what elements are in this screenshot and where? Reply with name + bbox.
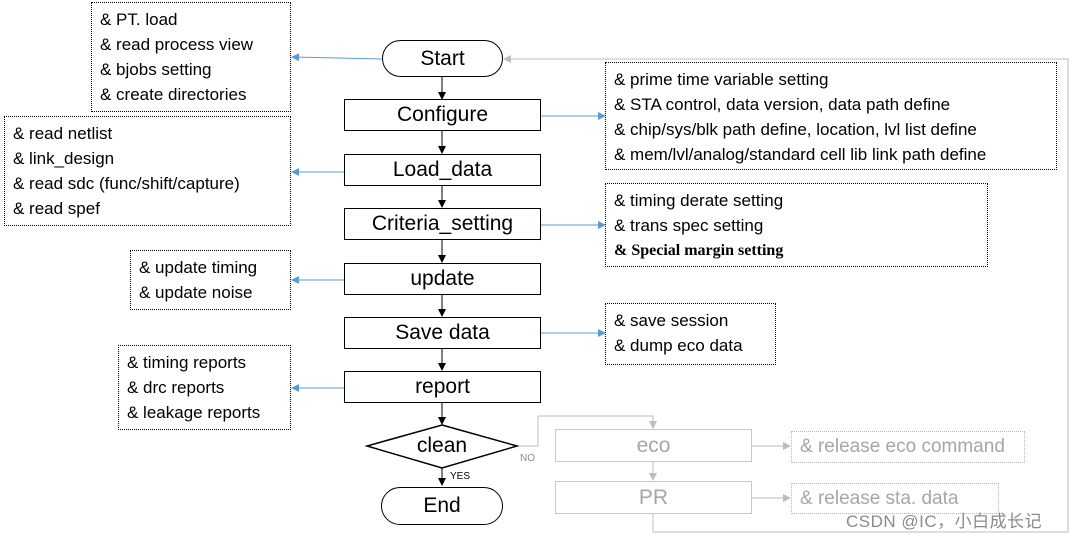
yes-label: YES: [450, 471, 471, 482]
note-line: & read netlist: [13, 124, 113, 143]
note-criteria: & timing derate setting & trans spec set…: [605, 183, 988, 267]
start-terminal: Start: [382, 40, 503, 77]
note-line: & timing derate setting: [614, 191, 784, 210]
note-line: & Special margin setting: [614, 242, 784, 259]
save-data-step: Save data: [344, 317, 541, 349]
note-line: & read sdc (func/shift/capture): [13, 174, 240, 193]
report-step: report: [344, 371, 541, 403]
note-line: & prime time variable setting: [614, 70, 829, 89]
end-label: End: [423, 494, 461, 517]
load-data-step: Load_data: [344, 154, 541, 186]
eco-step: eco: [555, 429, 752, 462]
criteria-setting-label: Criteria_setting: [371, 212, 514, 235]
eco-label: eco: [636, 433, 671, 457]
criteria-setting-step: Criteria_setting: [344, 208, 541, 240]
clean-decision: clean: [367, 431, 517, 461]
pr-label: PR: [638, 485, 669, 509]
note-line: & STA control, data version, data path d…: [614, 95, 951, 114]
no-label: NO: [520, 453, 535, 464]
no-branch-lines: [503, 55, 1069, 533]
note-line: & timing reports: [127, 353, 247, 372]
update-step: update: [344, 263, 541, 295]
note-load-data: & read netlist & link_design & read sdc …: [4, 116, 291, 226]
note-start: & PT. load & read process view & bjobs s…: [91, 2, 291, 112]
note-line: & PT. load: [100, 10, 178, 29]
note-line: & read spef: [13, 199, 100, 218]
note-line: & read process view: [100, 35, 254, 54]
note-line: & save session: [614, 311, 729, 330]
save-data-label: Save data: [395, 321, 490, 344]
note-line: & update timing: [139, 258, 258, 277]
note-line: & chip/sys/blk path define, location, lv…: [614, 120, 977, 139]
start-label: Start: [420, 46, 465, 70]
note-line: & link_design: [13, 149, 115, 168]
pr-step: PR: [555, 481, 752, 514]
update-label: update: [410, 267, 475, 290]
note-line: & bjobs setting: [100, 60, 212, 79]
note-eco: & release eco command: [791, 431, 1025, 463]
note-line: & update noise: [139, 283, 253, 302]
note-arrows: [291, 53, 606, 392]
note-line: & release eco command: [800, 436, 1005, 457]
note-save-data: & save session & dump eco data: [605, 303, 776, 365]
report-label: report: [415, 375, 470, 398]
note-line: & create directories: [100, 85, 247, 104]
note-configure: & prime time variable setting & STA cont…: [605, 62, 1057, 170]
watermark: CSDN @IC，小白成长记: [846, 512, 1043, 531]
note-line: & leakage reports: [127, 403, 261, 422]
note-update: & update timing & update noise: [130, 250, 291, 310]
note-line: & release sta. data: [800, 488, 959, 509]
end-terminal: End: [381, 487, 503, 525]
configure-step: Configure: [344, 99, 541, 131]
note-line: & trans spec setting: [614, 216, 764, 235]
note-report: & timing reports & drc reports & leakage…: [118, 345, 291, 430]
note-line: & drc reports: [127, 378, 225, 397]
clean-decision-diamond: [364, 424, 520, 469]
configure-label: Configure: [396, 103, 489, 126]
note-pr: & release sta. data: [791, 483, 999, 514]
clean-label: clean: [416, 434, 468, 457]
note-line: & mem/lvl/analog/standard cell lib link …: [614, 145, 987, 164]
note-line: & dump eco data: [614, 336, 743, 355]
load-data-label: Load_data: [392, 158, 493, 181]
